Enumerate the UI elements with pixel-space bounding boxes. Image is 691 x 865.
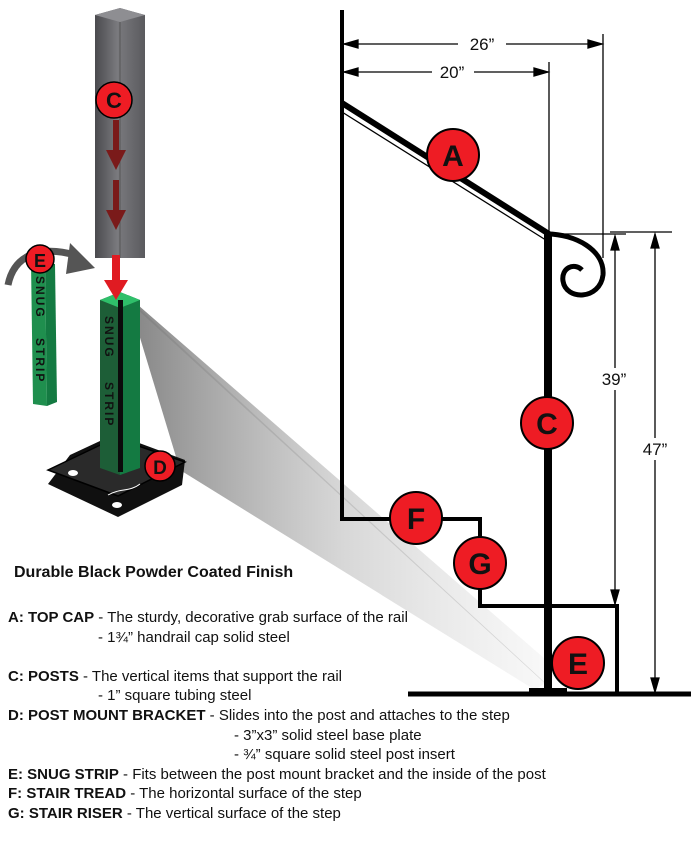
svg-text:E: E: [568, 648, 588, 681]
post-base-plate: [529, 688, 567, 694]
legend-g: G: STAIR RISER - The vertical surface of…: [8, 804, 688, 824]
badge-g: G: [453, 536, 507, 590]
legend-a-term: A: TOP CAP: [8, 609, 95, 626]
legend-f-desc: - The horizontal surface of the step: [126, 785, 362, 803]
post-insert: [100, 292, 140, 475]
dim-20: 20”: [440, 63, 465, 82]
svg-text:STRIP: STRIP: [102, 382, 116, 427]
upper-post: [95, 8, 145, 258]
badge-e-strip: E: [25, 244, 55, 274]
svg-text:G: G: [468, 548, 491, 581]
badge-c-post: C: [520, 396, 574, 450]
dim-26: 26”: [470, 35, 495, 54]
legend-e-term: E: SNUG STRIP: [8, 765, 119, 783]
legend-a: A: TOP CAP - The sturdy, decorative grab…: [8, 608, 688, 628]
legend-a-sub: - 1¾” handrail cap solid steel: [98, 628, 290, 646]
legend-g-desc: - The vertical surface of the step: [122, 804, 341, 822]
legend-g-term: G: STAIR RISER: [8, 804, 123, 822]
legend-f: F: STAIR TREAD - The horizontal surface …: [8, 784, 688, 804]
legend-d-desc: - Slides into the post and attaches to t…: [205, 706, 510, 724]
dim-39: 39”: [602, 370, 627, 389]
parts-legend: A: TOP CAP - The sturdy, decorative grab…: [8, 608, 688, 824]
legend-c: C: POSTS - The vertical items that suppo…: [8, 667, 688, 687]
badge-e-corner: E: [551, 636, 605, 690]
legend-c-term: C: POSTS: [8, 667, 79, 685]
badge-d: D: [144, 450, 176, 482]
svg-text:E: E: [34, 251, 46, 271]
insert-label: SNUG STRIP: [102, 316, 116, 427]
svg-text:D: D: [153, 458, 167, 479]
legend-d: D: POST MOUNT BRACKET - Slides into the …: [8, 706, 688, 726]
snug-strip-label: SNUG STRIP: [33, 276, 47, 383]
svg-text:SNUG: SNUG: [102, 316, 116, 359]
legend-f-term: F: STAIR TREAD: [8, 785, 127, 803]
legend-d-sub1: - 3”x3” solid steel base plate: [234, 726, 422, 744]
svg-text:F: F: [407, 503, 425, 536]
legend-e-desc: - Fits between the post mount bracket an…: [118, 765, 546, 783]
badge-c-upper: C: [95, 81, 133, 119]
legend-d-sub2: - ¾” square solid steel post insert: [234, 746, 455, 764]
snug-strip: [31, 262, 57, 406]
badge-f: F: [389, 491, 443, 545]
legend-d-term: D: POST MOUNT BRACKET: [8, 706, 206, 724]
svg-text:STRIP: STRIP: [33, 338, 47, 383]
legend-c-desc: - The vertical items that support the ra…: [78, 667, 343, 685]
down-arrows: [104, 120, 128, 300]
finish-heading: Durable Black Powder Coated Finish: [14, 564, 294, 581]
dim-47: 47”: [643, 440, 668, 459]
svg-text:A: A: [442, 140, 464, 173]
badge-a: A: [426, 128, 480, 182]
svg-text:C: C: [536, 408, 558, 441]
svg-text:C: C: [106, 88, 122, 113]
legend-e: E: SNUG STRIP - Fits between the post mo…: [8, 765, 688, 785]
svg-text:SNUG: SNUG: [33, 276, 47, 319]
legend-a-desc: - The sturdy, decorative grab surface of…: [94, 609, 408, 626]
rail-frame: [340, 10, 691, 697]
legend-c-sub: - 1” square tubing steel: [98, 687, 252, 705]
